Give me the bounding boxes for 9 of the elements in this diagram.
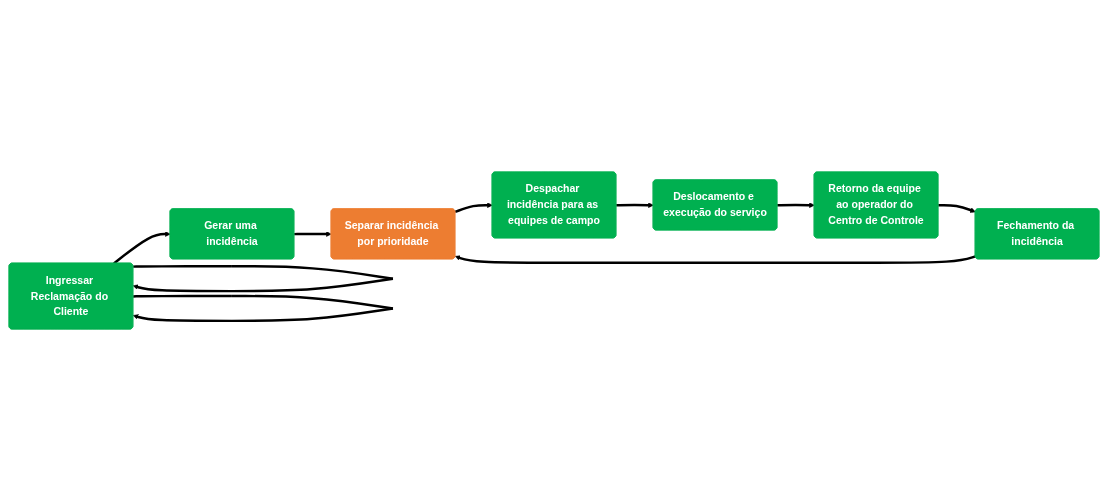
arrow: [112, 231, 171, 265]
arrow: [454, 255, 976, 264]
arrow: [132, 265, 393, 293]
arrow: [454, 202, 493, 214]
arrow: [937, 203, 976, 213]
arrow: [293, 231, 332, 237]
arrow: [132, 294, 393, 323]
arrow: [776, 202, 815, 208]
arrow: [615, 202, 654, 208]
